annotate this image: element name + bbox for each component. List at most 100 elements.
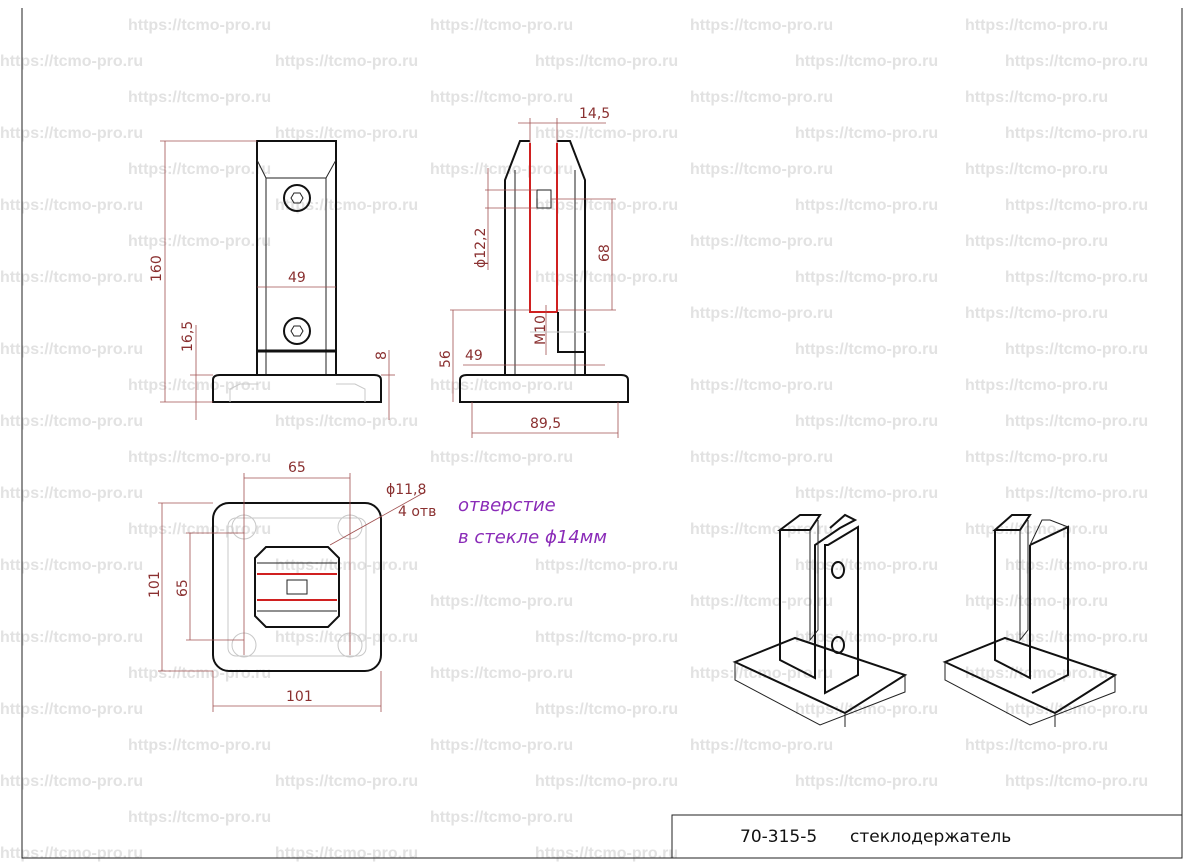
dim-56: 56 <box>438 350 454 368</box>
watermark-text: https://tcmo-pro.ru <box>965 377 1108 394</box>
watermark-text: https://tcmo-pro.ru <box>795 413 938 430</box>
watermark-text: https://tcmo-pro.ru <box>128 17 271 34</box>
watermark-text: https://tcmo-pro.ru <box>0 341 143 358</box>
watermark-text: https://tcmo-pro.ru <box>795 773 938 790</box>
watermark-text: https://tcmo-pro.ru <box>0 773 143 790</box>
drawing-frame <box>21 8 1183 859</box>
title-name: стеклодержатель <box>850 827 1011 847</box>
watermark-text: https://tcmo-pro.ru <box>128 89 271 106</box>
watermark-text: https://tcmo-pro.ru <box>690 377 833 394</box>
watermark-text: https://tcmo-pro.ru <box>128 521 271 538</box>
watermark-text: https://tcmo-pro.ru <box>275 773 418 790</box>
watermark-text: https://tcmo-pro.ru <box>430 665 573 682</box>
dim-8: 8 <box>374 351 390 360</box>
watermark-text: https://tcmo-pro.ru <box>1005 53 1148 70</box>
watermark-text: https://tcmo-pro.ru <box>0 197 143 214</box>
watermark-text: https://tcmo-pro.ru <box>965 737 1108 754</box>
watermark-text: https://tcmo-pro.ru <box>275 53 418 70</box>
isometric-view-front <box>732 513 908 727</box>
watermark-text: https://tcmo-pro.ru <box>795 341 938 358</box>
watermark-text: https://tcmo-pro.ru <box>965 89 1108 106</box>
watermark-text: https://tcmo-pro.ru <box>128 233 271 250</box>
watermark-text: https://tcmo-pro.ru <box>275 629 418 646</box>
dim-160: 160 <box>149 255 165 282</box>
watermark-text: https://tcmo-pro.ru <box>965 161 1108 178</box>
title-code: 70-315-5 <box>740 827 817 847</box>
watermark-text: https://tcmo-pro.ru <box>0 629 143 646</box>
bolt-icon <box>283 184 311 212</box>
watermark-text: https://tcmo-pro.ru <box>690 17 833 34</box>
watermark-text: https://tcmo-pro.ru <box>795 485 938 502</box>
watermark-text: https://tcmo-pro.ru <box>690 233 833 250</box>
bolt-icon <box>283 317 311 345</box>
watermark-text: https://tcmo-pro.ru <box>0 413 143 430</box>
dim-49-side: 49 <box>465 348 483 364</box>
watermark-text: https://tcmo-pro.ru <box>535 701 678 718</box>
watermark-text: https://tcmo-pro.ru <box>535 53 678 70</box>
watermark-text: https://tcmo-pro.ru <box>795 197 938 214</box>
watermark-text: https://tcmo-pro.ru <box>535 773 678 790</box>
watermark-text: https://tcmo-pro.ru <box>1005 701 1148 718</box>
watermark-text: https://tcmo-pro.ru <box>430 377 573 394</box>
watermark-text: https://tcmo-pro.ru <box>0 125 143 142</box>
watermark-text: https://tcmo-pro.ru <box>430 593 573 610</box>
watermark-text: https://tcmo-pro.ru <box>128 809 271 826</box>
watermark-text: https://tcmo-pro.ru <box>795 125 938 142</box>
watermark-text: https://tcmo-pro.ru <box>1005 485 1148 502</box>
watermark-text: https://tcmo-pro.ru <box>795 629 938 646</box>
watermark-text: https://tcmo-pro.ru <box>965 233 1108 250</box>
watermark-text: https://tcmo-pro.ru <box>795 701 938 718</box>
watermark-text: https://tcmo-pro.ru <box>275 845 418 862</box>
watermark-text: https://tcmo-pro.ru <box>690 449 833 466</box>
watermark-text: https://tcmo-pro.ru <box>690 161 833 178</box>
watermark-text: https://tcmo-pro.ru <box>535 845 678 862</box>
watermark-text: https://tcmo-pro.ru <box>965 593 1108 610</box>
isometric-view-rear <box>942 514 1118 727</box>
watermark-text: https://tcmo-pro.ru <box>430 89 573 106</box>
dim-89-5: 89,5 <box>530 416 561 432</box>
watermark-text: https://tcmo-pro.ru <box>1005 341 1148 358</box>
watermark-text: https://tcmo-pro.ru <box>965 665 1108 682</box>
top-view: 65 101 65 101 ϕ11,8 4 отв <box>147 460 436 712</box>
watermark-text: https://tcmo-pro.ru <box>430 809 573 826</box>
dim-101-x: 101 <box>286 689 313 705</box>
dim-65-y: 65 <box>175 579 191 597</box>
watermark-text: https://tcmo-pro.ru <box>965 17 1108 34</box>
watermark-text: https://tcmo-pro.ru <box>430 449 573 466</box>
watermark-text: https://tcmo-pro.ru <box>965 521 1108 538</box>
watermark-text: https://tcmo-pro.ru <box>128 737 271 754</box>
watermark-text: https://tcmo-pro.ru <box>965 449 1108 466</box>
dim-hole-count: 4 отв <box>398 504 436 520</box>
watermark-text: https://tcmo-pro.ru <box>795 557 938 574</box>
watermark-text: https://tcmo-pro.ru <box>0 845 143 862</box>
watermark-text: https://tcmo-pro.ru <box>535 125 678 142</box>
note-line-2: в стекле ϕ14мм <box>458 527 607 548</box>
watermark-text: https://tcmo-pro.ru <box>1005 629 1148 646</box>
watermark-text: https://tcmo-pro.ru <box>690 737 833 754</box>
dim-phi-11-8: ϕ11,8 <box>386 482 426 498</box>
watermark-text: https://tcmo-pro.ru <box>128 665 271 682</box>
watermark-text: https://tcmo-pro.ru <box>1005 125 1148 142</box>
watermark-text: https://tcmo-pro.ru <box>128 377 271 394</box>
dim-phi-12-2: ϕ12,2 <box>473 228 489 268</box>
dim-16-5: 16,5 <box>180 321 196 352</box>
front-view: 160 16,5 49 8 <box>149 140 395 420</box>
watermark-text: https://tcmo-pro.ru <box>0 485 143 502</box>
watermark-text: https://tcmo-pro.ru <box>275 125 418 142</box>
watermark-text: https://tcmo-pro.ru <box>1005 773 1148 790</box>
watermark-text: https://tcmo-pro.ru <box>535 629 678 646</box>
watermark-text: https://tcmo-pro.ru <box>535 197 678 214</box>
watermark-layer: https://tcmo-pro.ru https://tcmo-pro.ru ht… <box>0 17 1148 862</box>
watermark-text: https://tcmo-pro.ru <box>275 413 418 430</box>
watermark-text: https://tcmo-pro.ru <box>275 197 418 214</box>
watermark-text: https://tcmo-pro.ru <box>0 701 143 718</box>
watermark-text: https://tcmo-pro.ru <box>275 557 418 574</box>
dim-m10: M10 <box>533 315 549 345</box>
watermark-text: https://tcmo-pro.ru <box>535 269 678 286</box>
watermark-text: https://tcmo-pro.ru <box>690 89 833 106</box>
title-block: 70-315-5 стеклодержатель <box>671 814 1183 859</box>
dim-68: 68 <box>597 244 613 262</box>
watermark-text: https://tcmo-pro.ru <box>1005 197 1148 214</box>
dim-65-x: 65 <box>288 460 306 476</box>
watermark-text: https://tcmo-pro.ru <box>128 449 271 466</box>
